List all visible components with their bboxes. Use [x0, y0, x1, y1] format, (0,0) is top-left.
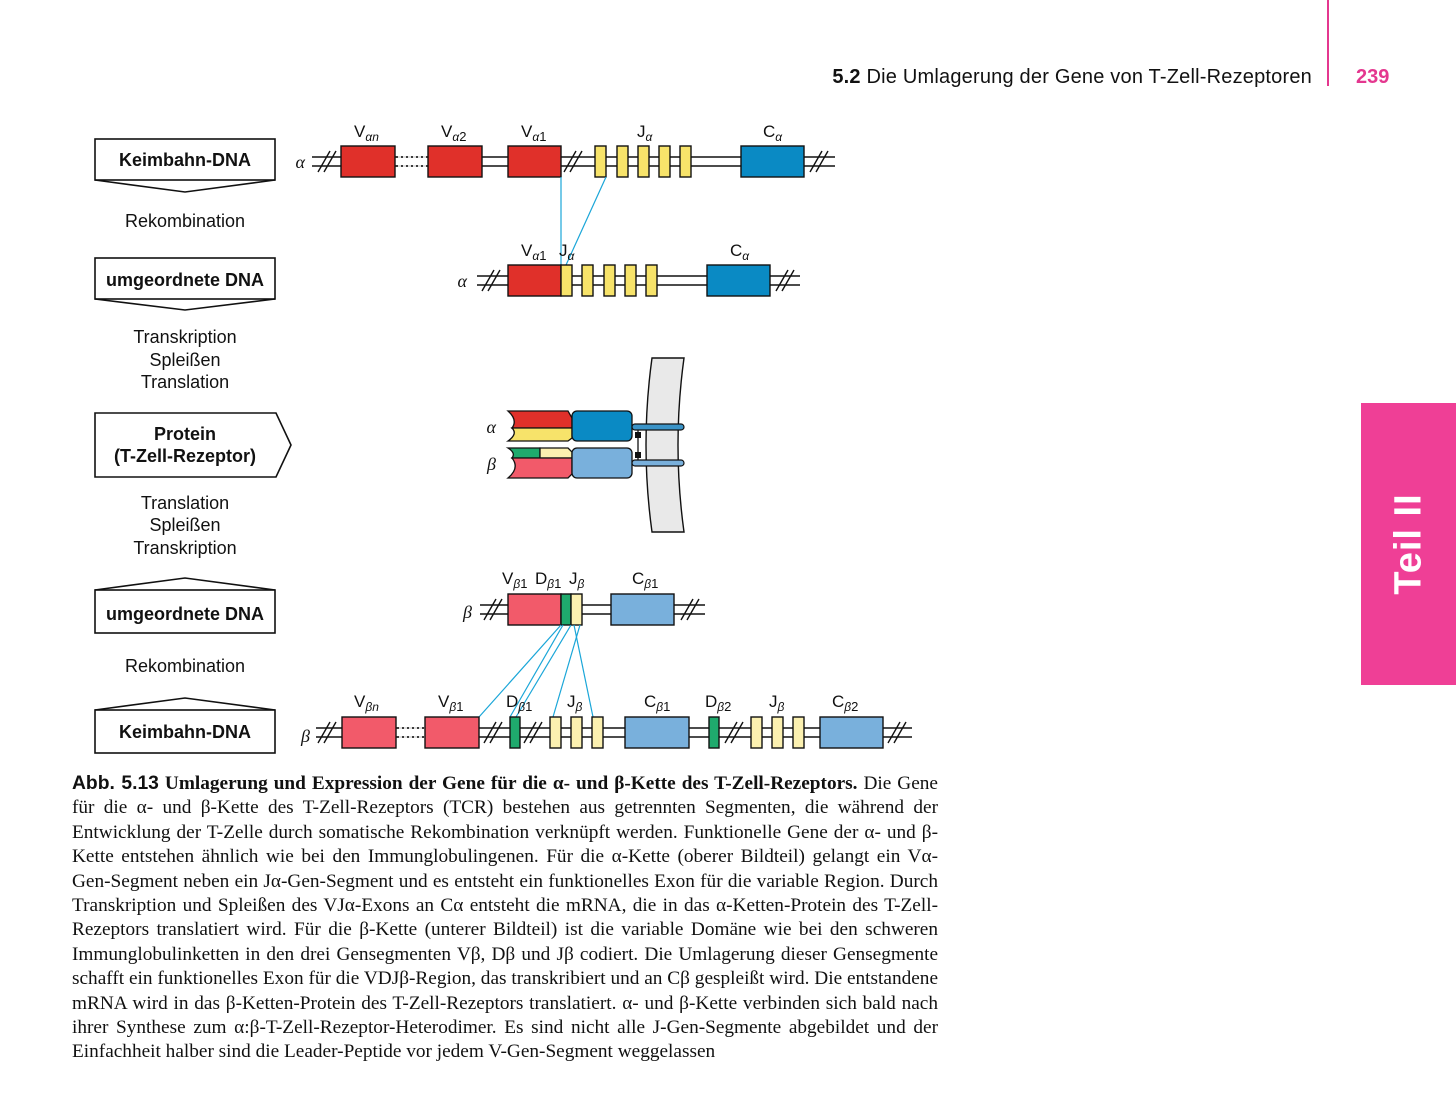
alpha-germline-row: α Vαn Vα2 Vα1 Jα Cα — [296, 122, 835, 178]
label-j-beta: Jβ — [567, 692, 583, 714]
j-beta-exon — [792, 716, 805, 749]
j-alpha-exon — [637, 145, 650, 178]
v-alpha-1-exon — [507, 145, 562, 178]
j-alpha-exon — [645, 264, 658, 297]
c-beta-2-exon — [819, 716, 884, 749]
j-alpha-exon — [679, 145, 692, 178]
svg-text:β: β — [462, 602, 472, 622]
label-j-alpha: Jα — [637, 122, 654, 144]
step-bot-1: Translation — [141, 493, 229, 513]
label-v-alpha-1: Vα1 — [521, 122, 546, 144]
label-c-beta-1: Cβ1 — [644, 692, 670, 714]
caption-body: Die Gene für die α- und β-Kette des T-Ze… — [72, 773, 938, 1063]
j-alpha-exon — [624, 264, 637, 297]
j-alpha-exon — [616, 145, 629, 178]
caption-title: Umlagerung und Expression der Gene für d… — [164, 773, 858, 794]
label-c-beta-1: Cβ1 — [632, 569, 658, 591]
break-mark — [317, 150, 829, 173]
svg-text:α: α — [487, 417, 497, 437]
step-top-2: Spleißen — [149, 350, 220, 370]
c-alpha-exon — [706, 264, 771, 297]
v-beta-n-exon — [341, 716, 397, 749]
keimbahn-bot-label: Keimbahn-DNA — [119, 722, 251, 742]
c-beta-1-exon — [610, 593, 675, 626]
svg-text:α: α — [458, 271, 468, 291]
keimbahn-box-bottom: Keimbahn-DNA — [94, 697, 276, 754]
j-alpha-exon — [658, 145, 671, 178]
j-beta-exon — [570, 593, 583, 626]
umgeordnet-top-label: umgeordnete DNA — [106, 270, 264, 290]
beta-rearranged-row: β Vβ1 Dβ1 Jβ Cβ1 — [462, 569, 705, 626]
section-number: 5.2 — [832, 66, 861, 88]
label-j-beta: Jβ — [569, 569, 585, 591]
d-beta-2-exon — [708, 716, 720, 749]
label-d-beta-1: Dβ1 — [506, 692, 532, 714]
tcr-rearrangement-diagram: .box { fill:#fff; stroke:#111; stroke-wi… — [94, 122, 912, 754]
protein-label-2: (T-Zell-Rezeptor) — [114, 446, 256, 466]
label-v-beta-n: Vβn — [354, 692, 379, 714]
j-alpha-exon — [603, 264, 616, 297]
label-v-beta-1: Vβ1 — [502, 569, 527, 591]
svg-text:β: β — [300, 726, 310, 746]
side-tab-label: Teil II — [1387, 493, 1429, 595]
d-beta-1-exon — [560, 593, 572, 626]
side-tab: Teil II — [1361, 403, 1456, 685]
label-c-alpha: Cα — [763, 122, 783, 144]
alpha-rearranged-row: α Vα1 Jα Cα — [458, 241, 800, 297]
label-j-beta: Jβ — [769, 692, 785, 714]
keimbahn-top-label: Keimbahn-DNA — [119, 150, 251, 170]
v-alpha-2-exon — [427, 145, 483, 178]
umgeordnet-box-bottom: umgeordnete DNA — [94, 577, 276, 634]
j-beta-exon — [771, 716, 784, 749]
j-beta-exon — [570, 716, 583, 749]
label-v-alpha-2: Vα2 — [441, 122, 466, 144]
rekombination-top-label: Rekombination — [125, 211, 245, 231]
protein-box: Protein (T-Zell-Rezeptor) — [94, 412, 292, 478]
j-beta-exon — [591, 716, 604, 749]
c-alpha-exon — [740, 145, 805, 178]
rekombination-bot-label: Rekombination — [125, 656, 245, 676]
step-top-3: Translation — [141, 372, 229, 392]
j-alpha-exon — [581, 264, 594, 297]
label-v-alpha-1: Vα1 — [521, 241, 546, 263]
running-header: 5.2 Die Umlagerung der Gene von T-Zell-R… — [832, 66, 1312, 89]
step-bot-2: Spleißen — [149, 515, 220, 535]
chain-alpha-label: α — [296, 152, 306, 172]
v-beta-1-exon — [424, 716, 480, 749]
label-c-beta-2: Cβ2 — [832, 692, 858, 714]
j-alpha-exon — [560, 264, 573, 297]
step-bot-3: Transkription — [133, 538, 236, 558]
label-v-alpha-n: Vαn — [354, 122, 379, 144]
v-alpha-n-exon — [340, 145, 396, 178]
label-d-beta-1: Dβ1 — [535, 569, 561, 591]
caption-number: Abb. 5.13 — [72, 773, 159, 794]
keimbahn-box-top: Keimbahn-DNA — [94, 138, 276, 193]
label-j-alpha: Jα — [559, 241, 576, 263]
v-beta-1-exon — [507, 593, 562, 626]
v-alpha-1-exon — [507, 264, 562, 297]
umgeordnet-bot-label: umgeordnete DNA — [106, 604, 264, 624]
j-alpha-exon — [594, 145, 607, 178]
svg-text:β: β — [486, 454, 496, 474]
label-c-alpha: Cα — [730, 241, 750, 263]
figure-caption: Abb. 5.13 Umlagerung und Expression der … — [72, 772, 938, 1065]
c-beta-1-exon — [624, 716, 690, 749]
tcr-protein: α β — [486, 357, 685, 533]
d-beta-1-exon — [509, 716, 521, 749]
label-d-beta-2: Dβ2 — [705, 692, 731, 714]
j-beta-exon — [549, 716, 562, 749]
page-number: 239 — [1356, 66, 1390, 88]
section-title: Die Umlagerung der Gene von T-Zell-Rezep… — [866, 66, 1312, 88]
j-beta-exon — [750, 716, 763, 749]
label-v-beta-1: Vβ1 — [438, 692, 463, 714]
beta-germline-row: β Vβn Vβ1 Dβ1 Jβ Cβ1 Dβ2 Jβ Cβ2 — [300, 692, 912, 749]
protein-label-1: Protein — [154, 424, 216, 444]
page-rule — [1327, 0, 1329, 86]
umgeordnet-box-top: umgeordnete DNA — [94, 257, 276, 311]
cell-membrane — [645, 357, 685, 533]
step-top-1: Transkription — [133, 327, 236, 347]
